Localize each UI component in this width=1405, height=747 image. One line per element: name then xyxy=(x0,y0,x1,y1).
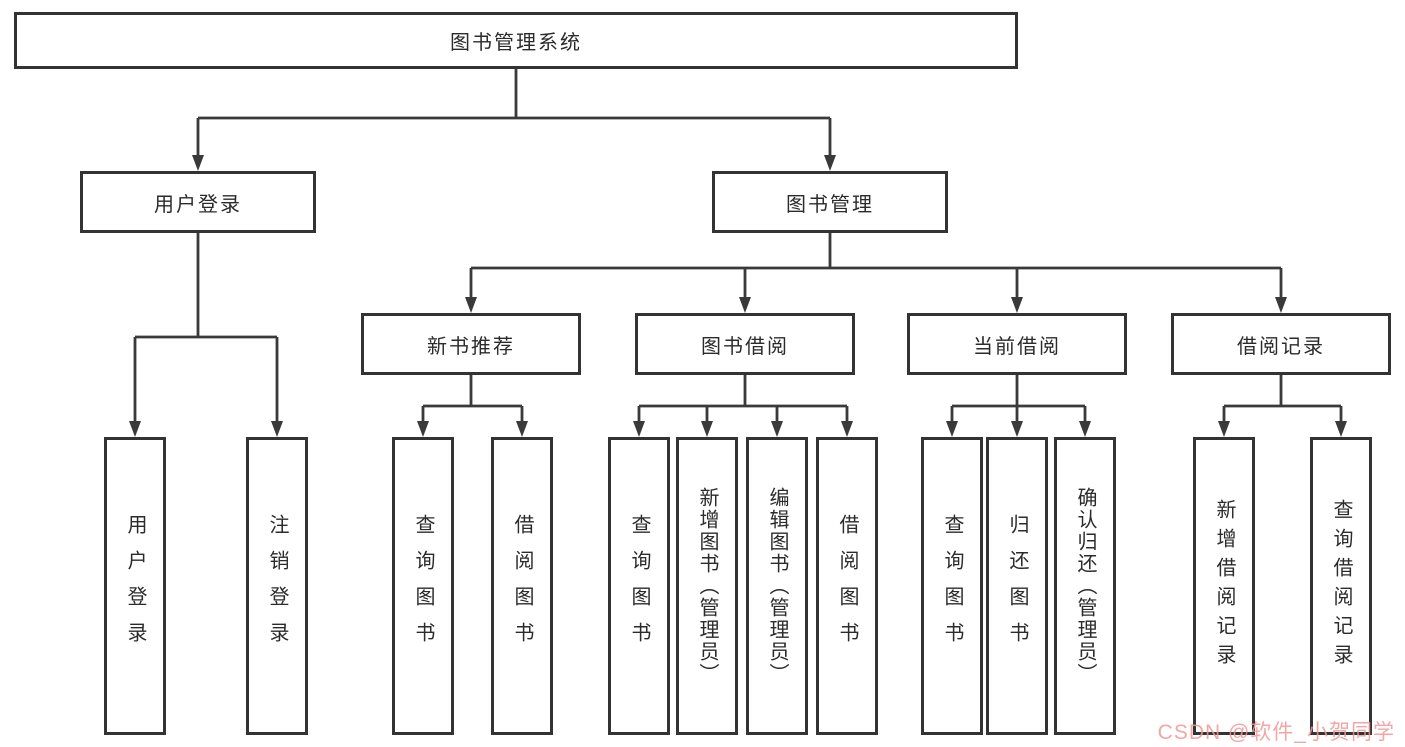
leaf-bb-edit-books-admin: 编辑图书（管理员） xyxy=(746,437,808,735)
node-label: 图书管理系统 xyxy=(450,32,582,54)
node-label: 查询图书 xyxy=(941,514,963,658)
node-label: 注销登录 xyxy=(266,514,288,658)
node-label: 新增图书（管理员） xyxy=(696,487,718,685)
node-label: 图书借阅 xyxy=(701,335,789,358)
node-label: 查询图书 xyxy=(628,514,650,658)
node-book-borrowing: 图书借阅 xyxy=(635,313,855,375)
leaf-bb-query-books: 查询图书 xyxy=(608,437,670,735)
leaf-bb-borrow-books: 借阅图书 xyxy=(816,437,878,735)
leaf-br-query-record: 查询借阅记录 xyxy=(1310,437,1372,735)
node-label: 确认归还（管理员） xyxy=(1074,487,1096,685)
leaf-nbr-query-books: 查询图书 xyxy=(392,437,454,735)
arrowhead-icons xyxy=(129,155,1347,437)
leaf-user-login: 用户登录 xyxy=(104,437,166,735)
node-label: 借阅图书 xyxy=(836,514,858,658)
node-label: 借阅图书 xyxy=(511,514,533,658)
node-label: 用户登录 xyxy=(154,193,242,216)
node-label: 图书管理 xyxy=(786,193,874,216)
node-book-management-branch: 图书管理 xyxy=(712,171,948,233)
node-label: 新书推荐 xyxy=(427,335,515,358)
leaf-bb-add-books-admin: 新增图书（管理员） xyxy=(676,437,738,735)
leaf-cb-query-books: 查询图书 xyxy=(921,437,983,735)
node-label: 查询借阅记录 xyxy=(1330,499,1352,673)
leaf-logout-login: 注销登录 xyxy=(246,437,308,735)
node-borrowing-records: 借阅记录 xyxy=(1171,313,1391,375)
node-current-borrowing: 当前借阅 xyxy=(907,313,1127,375)
node-label: 归还图书 xyxy=(1006,514,1028,658)
leaf-br-add-record: 新增借阅记录 xyxy=(1193,437,1255,735)
node-label: 查询图书 xyxy=(412,514,434,658)
connector-paths xyxy=(133,69,1343,426)
node-new-book-recommendation: 新书推荐 xyxy=(361,313,581,375)
leaf-nbr-borrow-books: 借阅图书 xyxy=(491,437,553,735)
node-book-management-system: 图书管理系统 xyxy=(14,12,1018,69)
node-label: 当前借阅 xyxy=(973,335,1061,358)
node-label: 借阅记录 xyxy=(1237,335,1325,358)
node-label: 新增借阅记录 xyxy=(1213,499,1235,673)
node-label: 用户登录 xyxy=(124,514,146,658)
csdn-watermark: CSDN @软件_小贺同学 xyxy=(1157,721,1395,744)
node-label: 编辑图书（管理员） xyxy=(766,487,788,685)
node-user-login-branch: 用户登录 xyxy=(80,171,316,233)
leaf-cb-confirm-return-admin: 确认归还（管理员） xyxy=(1054,437,1116,735)
leaf-cb-return-books: 归还图书 xyxy=(986,437,1048,735)
